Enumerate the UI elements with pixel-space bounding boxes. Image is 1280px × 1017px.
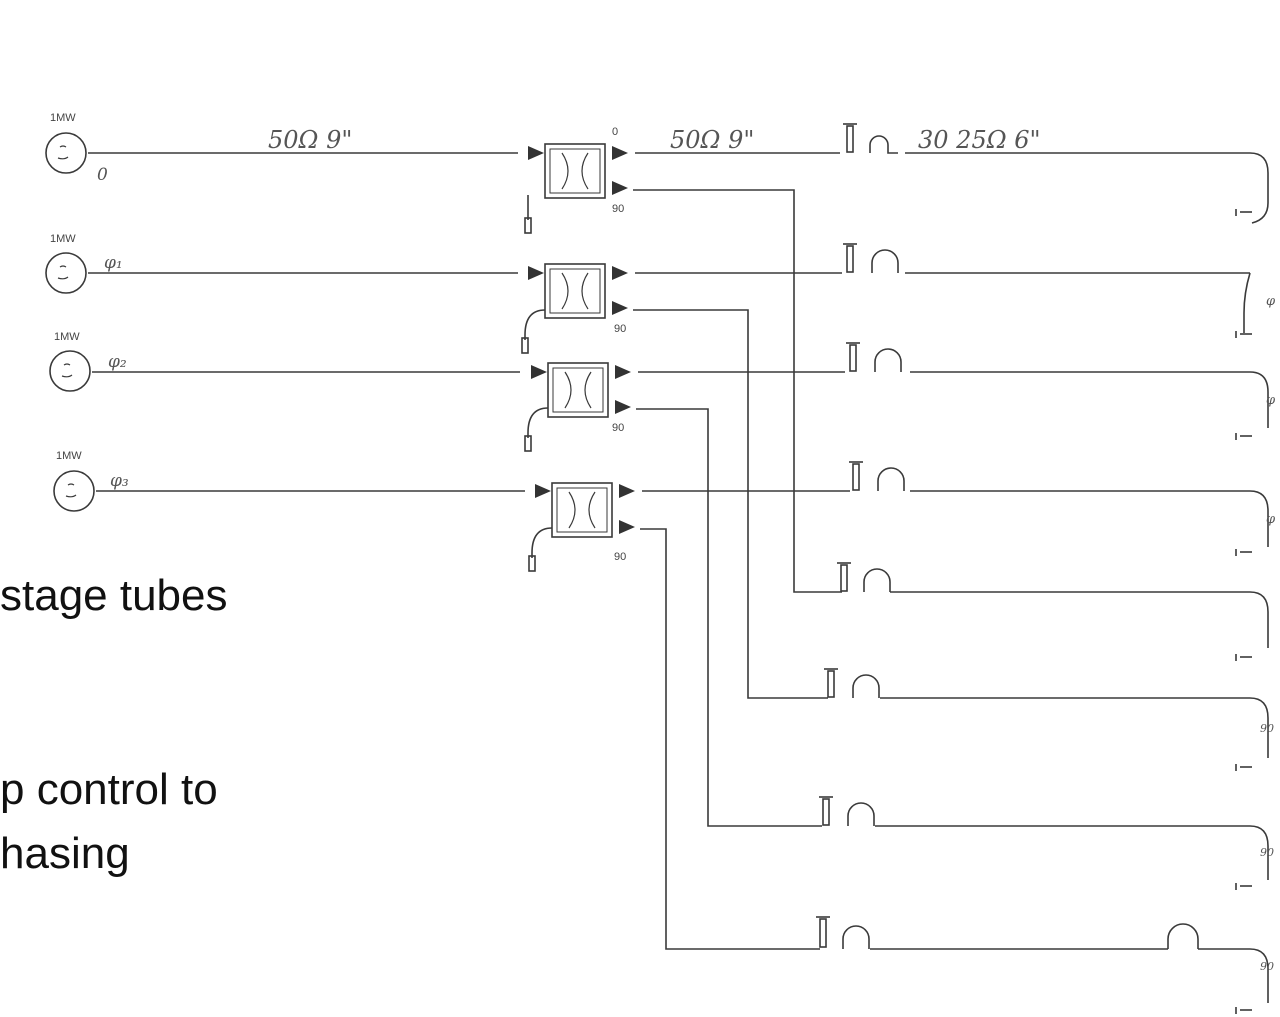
load-5 [1235, 591, 1269, 661]
hybrid-coupler-2 [521, 263, 606, 354]
hybrid-coupler-3 [524, 362, 609, 452]
rf-source-3 [49, 350, 91, 392]
hybrid-port-90-label: 90 [614, 551, 626, 563]
hybrid-coupler-4 [528, 482, 613, 572]
load-2 [1235, 272, 1252, 338]
rf-source-2 [45, 252, 87, 294]
hybrid-port-90-label: 90 [612, 422, 624, 434]
load-phase-label: φ [1266, 393, 1276, 408]
route-90deg-1 [633, 189, 842, 593]
source-power-label: 1MW [56, 450, 82, 462]
source-power-label: 1MW [54, 331, 80, 343]
stub-line-spec: 30 25Ω 6" [918, 126, 1041, 154]
source-phase-label: φ₃ [110, 471, 129, 491]
load-4 [1235, 490, 1269, 556]
route-90deg-3 [636, 408, 822, 827]
hybrid-coupler-1 [524, 143, 606, 234]
load-phase-label: φ [1266, 512, 1276, 527]
source-power-label: 1MW [50, 112, 76, 124]
load-phase-label: 90 [1260, 960, 1274, 973]
route-90deg-2 [633, 309, 828, 699]
source-phase-label: 0 [97, 165, 108, 185]
route-90deg-4 [640, 528, 820, 950]
tuner-stub-2 [843, 243, 899, 273]
input-line-spec: 50Ω 9" [268, 126, 352, 154]
hybrid-port-90-label: 90 [614, 323, 626, 335]
source-power-label: 1MW [50, 233, 76, 245]
source-phase-label: φ₂ [108, 352, 127, 372]
hybrid-port-0-label: 0 [612, 126, 618, 138]
load-8 [1235, 948, 1269, 1014]
tuner-stub-4 [849, 461, 905, 491]
tuner-stub-5 [837, 562, 891, 592]
source-phase-label: φ₁ [104, 253, 123, 273]
tuner-stub-7 [819, 796, 875, 826]
rf-source-1 [45, 132, 87, 174]
bullet-text-1: stage tubes [0, 571, 228, 620]
tuner-stub-1 [843, 123, 898, 154]
tuner-stub-3 [846, 342, 902, 372]
rf-source-4 [53, 470, 95, 512]
load-phase-label: 90 [1260, 846, 1274, 859]
load-6 [1235, 697, 1269, 771]
load-7 [1235, 825, 1269, 890]
load-1 [1235, 152, 1269, 224]
load-3 [1235, 371, 1269, 440]
load-phase-label: φ [1266, 294, 1276, 309]
tuner-stub-8 [816, 916, 1199, 949]
hybrid-port-90-label: 90 [612, 203, 624, 215]
bullet-text-2: p control to [0, 765, 218, 814]
output-line-spec: 50Ω 9" [670, 126, 754, 154]
bullet-text-3: hasing [0, 829, 130, 878]
tuner-stub-6 [824, 668, 880, 698]
load-phase-label: 90 [1260, 722, 1274, 735]
